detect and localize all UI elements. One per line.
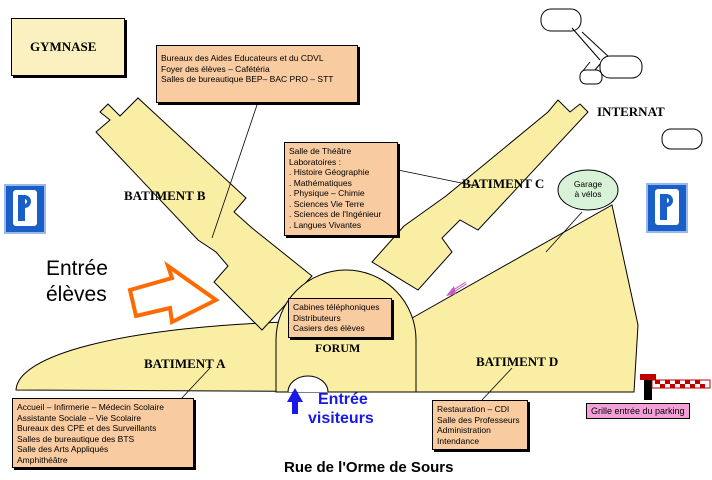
batiment-b-label: BATIMENT B bbox=[124, 188, 206, 203]
garage-velos-shape bbox=[557, 169, 619, 211]
batiment-a-info-box: Accueil – Infirmerie – Médecin Scolaire … bbox=[12, 398, 194, 468]
batiment-c-shape bbox=[371, 99, 589, 291]
internat-shape bbox=[540, 8, 703, 150]
garage-pointer-arrow-icon bbox=[446, 281, 467, 296]
barrier-gate-icon bbox=[640, 374, 711, 400]
parking-sign-icon bbox=[4, 184, 46, 234]
parking-gate-label: Grille entrée du parking bbox=[586, 403, 690, 419]
garage-velos-label: Garage à vélos bbox=[573, 179, 603, 199]
batiment-d-label: BATIMENT D bbox=[476, 354, 559, 369]
batiment-c-info-box: Salle de Théâtre Laboratoires : . Histoi… bbox=[284, 142, 398, 236]
batiment-b-info-box: Bureaux des Aides Educateurs et du CDVL … bbox=[156, 45, 358, 103]
gymnase-label: GYMNASE bbox=[30, 39, 97, 54]
batiment-a-label: BATIMENT A bbox=[144, 356, 226, 371]
gymnase-shape bbox=[11, 18, 125, 76]
batiment-c-label: BATIMENT C bbox=[462, 176, 545, 191]
visitor-arrow-icon bbox=[287, 388, 303, 414]
forum-label: FORUM bbox=[315, 341, 361, 355]
street-name: Rue de l'Orme de Sours bbox=[284, 459, 454, 476]
parking-sign-icon bbox=[646, 183, 688, 233]
entree-eleves-label: Entrée élèves bbox=[46, 257, 108, 306]
batiment-d-info-box: Restauration – CDI Salle des Professeurs… bbox=[432, 400, 528, 450]
entree-visiteurs-label: Entrée visiteurs bbox=[308, 391, 374, 427]
internat-label: INTERNAT bbox=[597, 104, 665, 119]
entry-arrow-icon bbox=[127, 260, 220, 326]
forum-info-box: Cabines téléphoniques Distributeurs Casi… bbox=[288, 298, 392, 338]
